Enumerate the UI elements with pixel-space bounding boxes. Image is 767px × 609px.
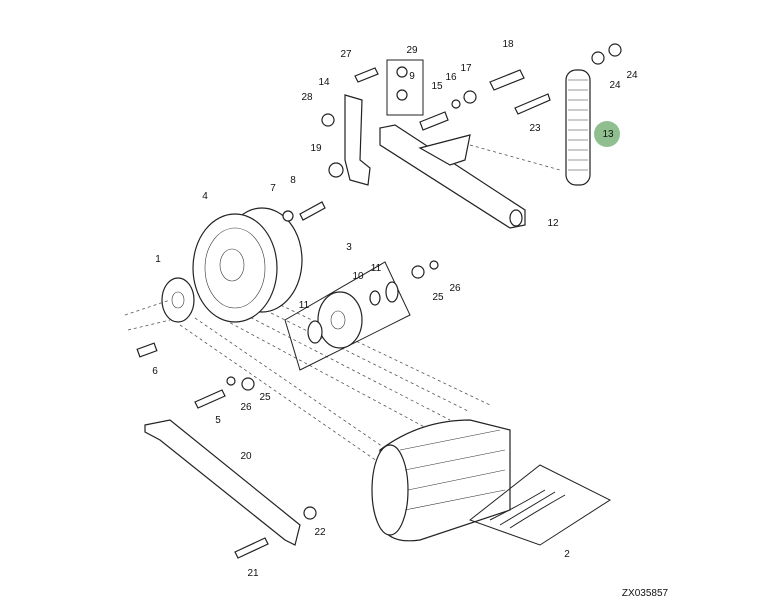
callout-22: 22	[314, 527, 326, 538]
callout-29: 29	[406, 45, 418, 56]
callout-11b: 11	[299, 300, 310, 311]
callout-14: 14	[318, 77, 330, 88]
tension-arm-12	[379, 124, 561, 229]
callout-9: 9	[409, 71, 415, 82]
figure-id: ZX035857	[622, 588, 669, 599]
pulley-4	[192, 207, 303, 323]
callout-18: 18	[502, 39, 514, 50]
spring-13	[565, 69, 591, 186]
callout-26b: 26	[240, 402, 252, 413]
callout-25a: 25	[432, 292, 444, 303]
callout-13-highlight	[594, 121, 620, 147]
callout-3: 3	[346, 242, 352, 253]
callout-12: 12	[547, 218, 559, 229]
callout-7: 7	[270, 183, 276, 194]
bolts	[194, 43, 622, 559]
callout-21: 21	[247, 568, 259, 579]
callout-27: 27	[340, 49, 352, 60]
belt-section-inset	[468, 464, 612, 546]
callout-10: 10	[352, 271, 364, 282]
callout-19: 19	[310, 143, 322, 154]
belt-outline	[179, 299, 491, 471]
callout-17: 17	[460, 63, 472, 74]
callout-24b: 24	[609, 80, 621, 91]
callout-4: 4	[202, 191, 208, 202]
callout-24a: 24	[626, 70, 638, 81]
callouts: 1 2 3 4 5 6 7 8 9 10 11 11 12 13 14 15 1…	[152, 39, 668, 599]
callout-25b: 25	[259, 392, 271, 403]
shield-20	[144, 419, 301, 546]
callout-8: 8	[290, 175, 296, 186]
callout-5: 5	[215, 415, 221, 426]
callout-16: 16	[445, 72, 457, 83]
callout-20: 20	[240, 451, 252, 462]
idler-inset-3	[284, 261, 411, 371]
callout-6: 6	[152, 366, 158, 377]
callout-26a: 26	[449, 283, 461, 294]
callout-11a: 11	[371, 263, 382, 274]
bracket-14	[344, 94, 371, 186]
callout-15: 15	[431, 81, 443, 92]
belt-drum	[371, 419, 511, 542]
callout-28: 28	[301, 92, 313, 103]
callout-23: 23	[529, 123, 541, 134]
callout-1: 1	[155, 254, 161, 265]
callout-13: 13	[602, 129, 614, 140]
hub-1	[124, 277, 195, 358]
callout-2: 2	[564, 549, 570, 560]
